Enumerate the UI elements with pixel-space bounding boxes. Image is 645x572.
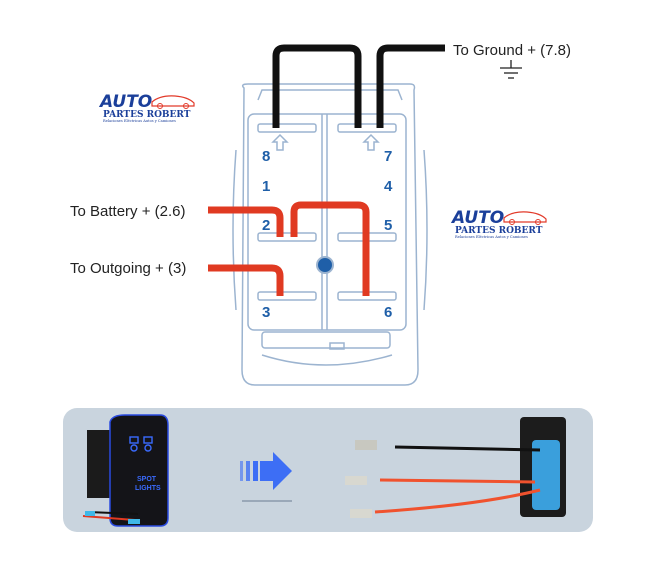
pin-8-label: 8 [262, 148, 270, 165]
svg-text:AUTO: AUTO [450, 208, 504, 228]
svg-text:LIGHTS: LIGHTS [135, 485, 161, 492]
svg-text:Relaciones Eléctricas Autos y: Relaciones Eléctricas Autos y Camiones [103, 119, 176, 123]
svg-text:PARTES ROBERT: PARTES ROBERT [103, 110, 191, 120]
pin-5-label: 5 [384, 217, 392, 234]
pin-3-label: 3 [262, 304, 270, 321]
rocker-switch-outline [232, 83, 428, 386]
auto-partes-robert-logo: AUTO PARTES ROBERT Relaciones Eléctricas… [98, 92, 195, 123]
pin-7-label: 7 [384, 148, 392, 165]
ground-label: To Ground + (7.8) [453, 42, 571, 59]
svg-text:AUTO: AUTO [98, 92, 152, 112]
ground-symbol-icon [500, 60, 522, 79]
pin-6-label: 6 [384, 304, 392, 321]
center-pivot-dot [316, 256, 334, 274]
svg-text:SPOT: SPOT [137, 476, 157, 483]
rocker-switch-photo: SPOT LIGHTS [82, 414, 169, 527]
battery-label: To Battery + (2.6) [70, 203, 185, 220]
auto-partes-robert-logo-2: AUTO PARTES ROBERT Relaciones Eléctricas… [450, 208, 547, 239]
pin-4-label: 4 [384, 178, 393, 195]
pin-2-label: 2 [262, 217, 270, 234]
spot-light-icon [129, 436, 153, 452]
ground-wires [272, 44, 445, 128]
wired-switch-photo [345, 417, 566, 518]
pin-1-label: 1 [262, 178, 270, 195]
product-photo-panel [63, 408, 593, 532]
power-wires [208, 201, 370, 296]
outgoing-label: To Outgoing + (3) [70, 260, 186, 277]
arrow-right-icon [240, 452, 292, 502]
svg-text:Relaciones Eléctricas Autos y: Relaciones Eléctricas Autos y Camiones [455, 235, 528, 239]
svg-text:PARTES ROBERT: PARTES ROBERT [455, 226, 543, 236]
